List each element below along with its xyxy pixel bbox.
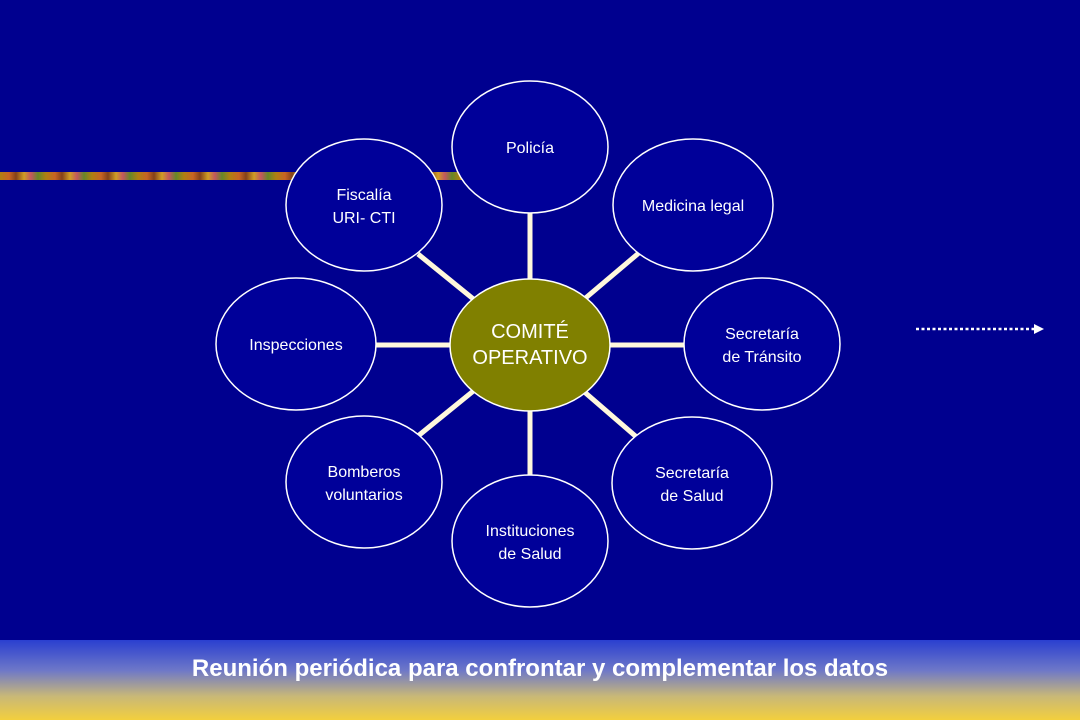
node-secretaria-salud bbox=[611, 416, 773, 550]
node-instituciones-salud bbox=[451, 474, 609, 608]
label-instituciones-salud-2: de Salud bbox=[498, 546, 561, 563]
label-fiscalia-1: Fiscalía bbox=[336, 187, 391, 204]
node-comite-operativo bbox=[449, 278, 611, 412]
label-bomberos-1: Bomberos bbox=[328, 464, 401, 481]
label-inspecciones: Inspecciones bbox=[249, 337, 342, 354]
node-secretaria-transito bbox=[683, 277, 841, 411]
label-secretaria-salud-2: de Salud bbox=[660, 488, 723, 505]
label-policia: Policía bbox=[506, 140, 554, 157]
node-policia bbox=[451, 80, 609, 214]
node-inspecciones bbox=[215, 277, 377, 411]
label-secretaria-salud-1: Secretaría bbox=[655, 465, 729, 482]
label-fiscalia-2: URI- CTI bbox=[332, 210, 395, 227]
label-medicina-legal: Medicina legal bbox=[642, 198, 744, 215]
label-bomberos-2: voluntarios bbox=[325, 487, 402, 504]
center-label-line1: COMITÉ bbox=[491, 320, 569, 343]
node-fiscalia bbox=[285, 138, 443, 272]
label-instituciones-salud-1: Instituciones bbox=[486, 523, 575, 540]
footer-band bbox=[0, 640, 1080, 720]
dotted-arrow-icon bbox=[916, 324, 1044, 334]
decorative-stripe bbox=[0, 172, 470, 180]
label-secretaria-transito-1: Secretaría bbox=[725, 326, 799, 343]
label-secretaria-transito-2: de Tránsito bbox=[722, 349, 801, 366]
node-bomberos bbox=[285, 415, 443, 549]
footer-caption: Reunión periódica para confrontar y comp… bbox=[191, 655, 889, 682]
center-label-line2: OPERATIVO bbox=[472, 347, 587, 369]
node-medicina-legal bbox=[612, 138, 774, 272]
committee-diagram: COMITÉ OPERATIVO Policía Medicina legal … bbox=[215, 80, 841, 608]
